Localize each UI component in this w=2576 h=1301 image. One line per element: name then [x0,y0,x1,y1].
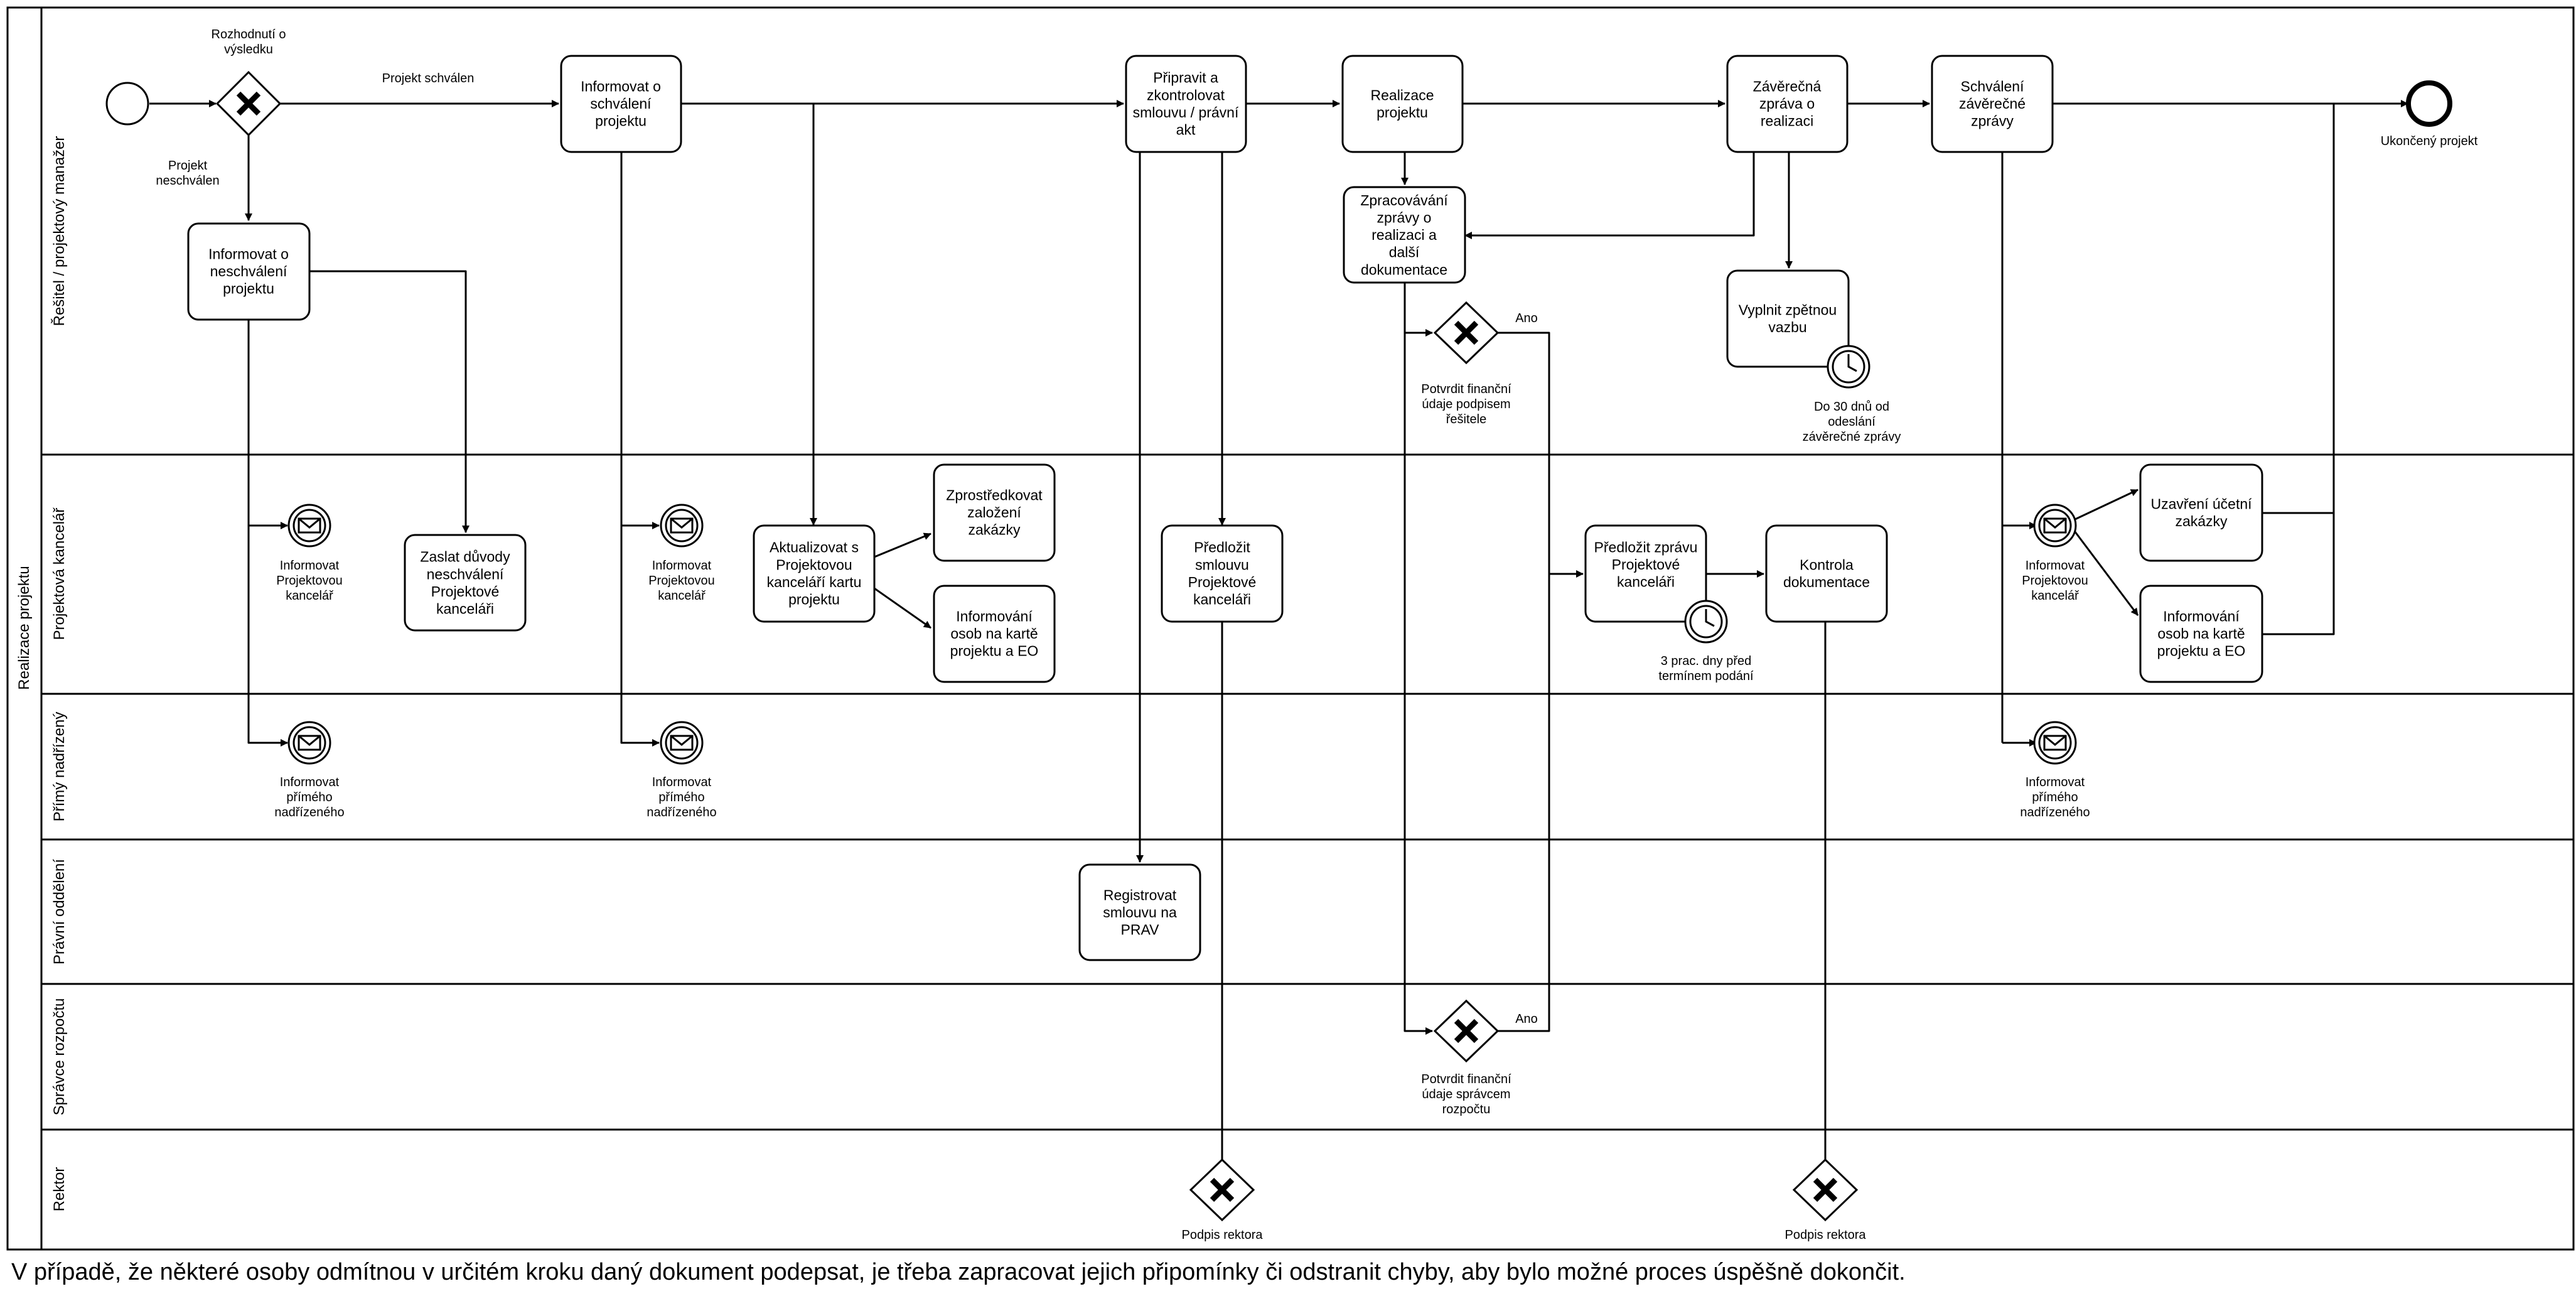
lane-label-spravce: Správce rozpočtu [51,998,68,1116]
end-event [2406,80,2452,127]
task-zprostredkovat [933,463,1056,562]
envelope-icon [660,504,704,548]
task-schvaleni-zpravy [1931,55,2054,153]
flow [1403,283,1433,337]
lane-label-kancelar: Projektová kancelář [51,507,68,640]
flow [1403,333,1433,1035]
envelope-icon [287,504,331,548]
timer-events [1684,345,1870,644]
flow [620,152,660,529]
gateway-label: Podpis rektora [1182,1228,1264,1242]
task-registrovat [1078,863,1201,961]
task-pripravit-smlouvu [1125,55,1247,153]
flow [1464,104,1755,239]
tasks [187,55,2263,961]
start-event [105,82,149,126]
task-predlozit-smlouvu [1161,524,1284,623]
message-events [287,504,2077,765]
task-zaslat-duvody [404,534,527,632]
flow [309,270,470,533]
gateway-x-marks [236,91,1838,1202]
gateway-label: Podpis rektora [1785,1228,1867,1242]
flow-label: Projekt schválen [382,72,475,85]
flow [1466,332,1550,1032]
clock-icon [1827,345,1870,389]
lane-label-nadrizeny: Přímý nadřízený [51,712,68,822]
pool-label: Realizace projektu [16,566,33,689]
flow [874,532,931,558]
task-informovat-schvaleni [560,55,682,153]
envelope-icon [287,721,331,765]
task-aktualizovat [753,524,876,623]
task-informovani-osob-2 [2139,585,2263,683]
task-kontrola [1765,524,1888,623]
task-realizace [1341,55,1464,153]
envelope-icon [2033,504,2077,548]
flow [620,526,660,747]
flow-label: Ano [1515,1012,1538,1026]
flow [874,587,931,629]
flow [2074,531,2139,616]
task-zaverecna-zprava [1726,55,1849,153]
end-event-label: Ukončený projekt [2381,134,2478,148]
task-vyplnit-vazbu [1726,269,1850,368]
flow [681,102,817,526]
flow [2074,489,2139,521]
task-zpracovani-zpravy [1343,186,1466,284]
pool [6,6,2575,1251]
flow [2262,513,2335,635]
footnote: V případě, že některé osoby odmítnou v u… [11,1259,1906,1285]
envelope-icon [2033,721,2077,765]
task-uzavreni [2139,463,2263,562]
envelope-icon [660,721,704,765]
flow [247,526,288,747]
flow-label: Ano [1515,311,1538,325]
lane-label-rektor: Rektor [51,1167,68,1212]
bpmn-diagram: Realizace projektu Řešitel / projektový … [6,6,2575,1251]
lane-label-resitel: Řešitel / projektový manažer [51,136,68,327]
sequence-flows [149,100,2408,1174]
task-informovat-neschvaleni [187,222,311,321]
clock-icon [1684,600,1728,644]
task-predlozit-zpravu [1584,524,1707,623]
lane-label-pravni: Právní oddělení [51,859,68,964]
flow [2262,104,2335,514]
task-informovani-osob-1 [933,585,1056,683]
